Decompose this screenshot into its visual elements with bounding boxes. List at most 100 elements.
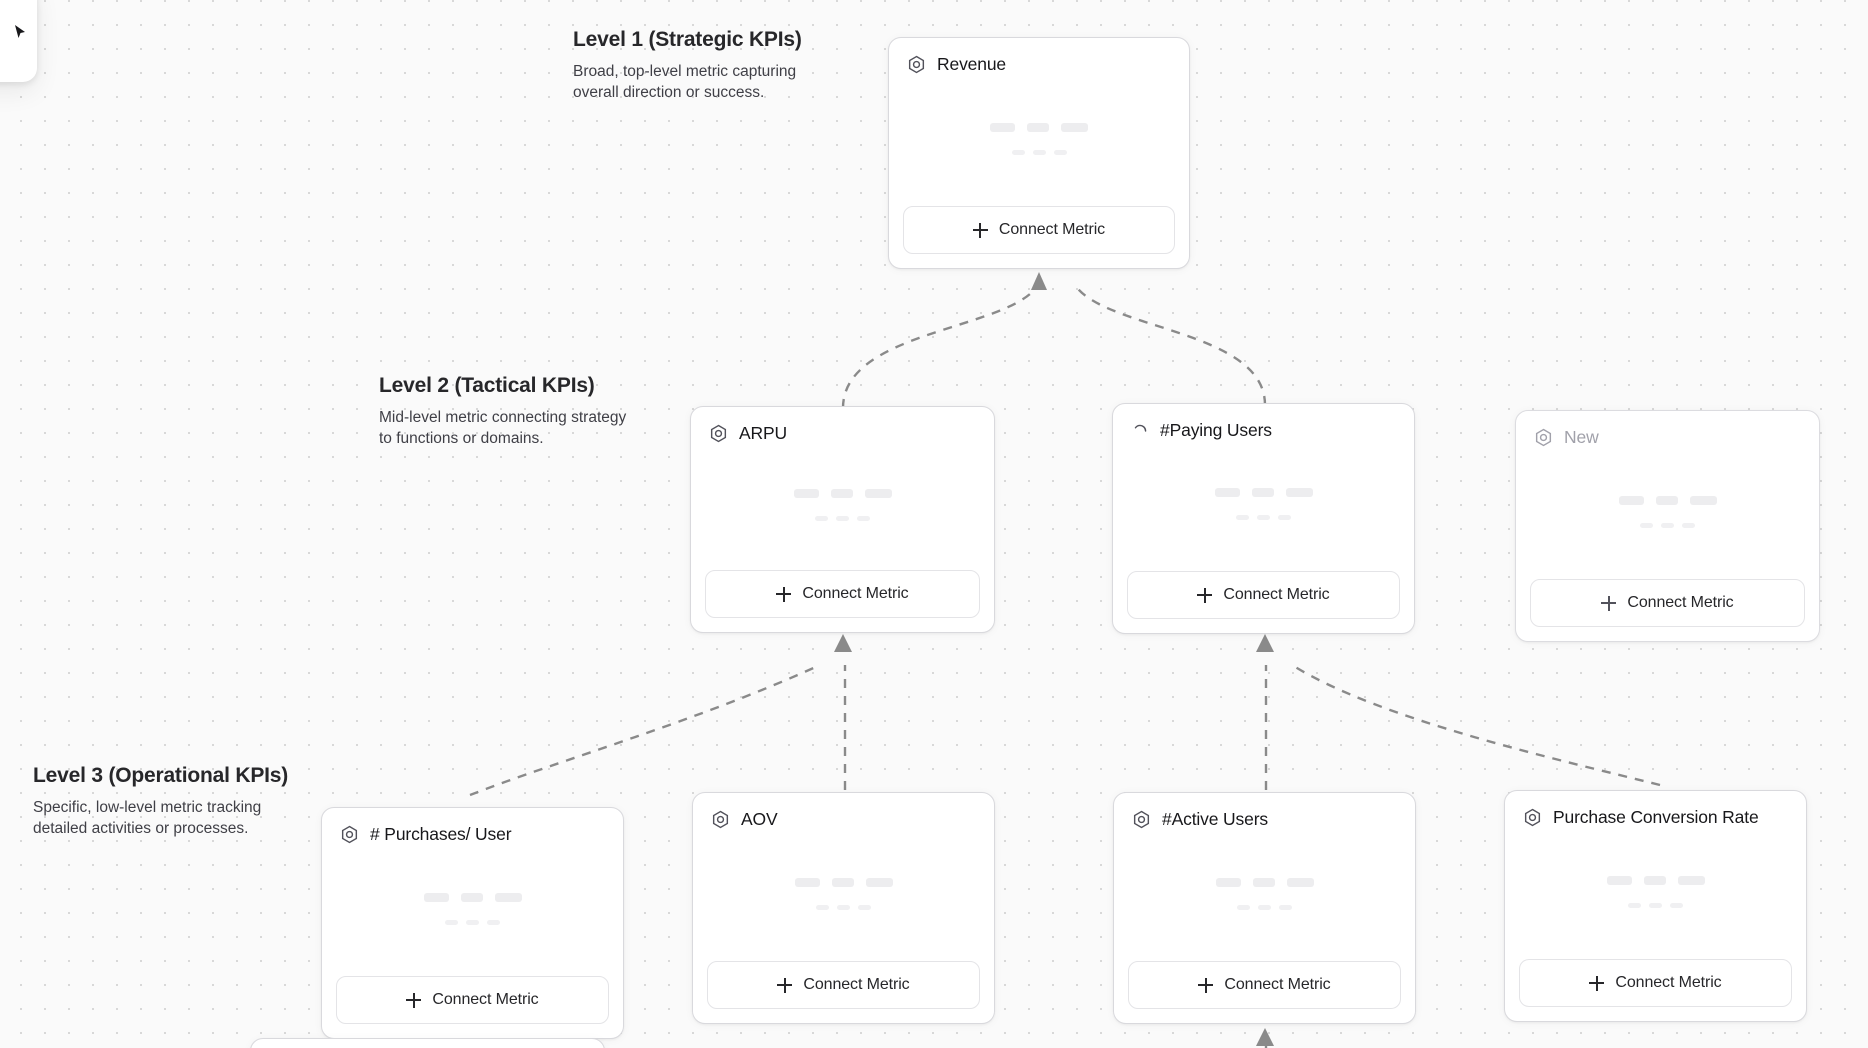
metric-card-offscreen-bottom[interactable] (250, 1038, 605, 1048)
connect-metric-label: Connect Metric (1224, 976, 1331, 993)
skeleton-row-primary (1214, 488, 1313, 497)
skeleton-bar (990, 122, 1015, 132)
skeleton-bar (1251, 488, 1274, 497)
skeleton-tick (1628, 902, 1641, 908)
card-header: Revenue (889, 38, 1189, 75)
skeleton-row-primary (794, 877, 893, 887)
loading-spinner-icon (1131, 422, 1149, 440)
card-header: #Paying Users (1113, 404, 1414, 441)
skeleton-tick (815, 516, 828, 521)
connect-metric-label: Connect Metric (802, 585, 909, 602)
skeleton-bar (1286, 877, 1314, 887)
plus-icon (1601, 595, 1617, 611)
card-title: Revenue (937, 54, 1007, 74)
skeleton-bar (865, 877, 893, 887)
card-skeleton-body (1114, 830, 1415, 961)
skeleton-bar (1027, 122, 1049, 132)
plus-icon (1589, 975, 1605, 991)
card-header: #Active Users (1114, 793, 1415, 830)
card-header: New (1516, 411, 1819, 448)
edge-conversion-to-paying-users (1291, 663, 1661, 787)
skeleton-row-secondary (1011, 149, 1067, 155)
card-title: Purchase Conversion Rate (1553, 807, 1759, 827)
skeleton-row-primary (793, 489, 892, 498)
metric-card-revenue[interactable]: Revenue Connect Metric (888, 37, 1190, 269)
skeleton-tick (858, 904, 871, 910)
skeleton-bar (830, 489, 853, 498)
skeleton-bar (1618, 495, 1644, 505)
plus-icon (1197, 587, 1213, 603)
skeleton-row-secondary (1640, 522, 1695, 528)
skeleton-tick (1053, 149, 1067, 155)
skeleton-bar (1689, 495, 1717, 505)
connect-metric-button[interactable]: Connect Metric (1128, 961, 1401, 1009)
skeleton-tick (1682, 522, 1695, 528)
metric-card-paying-users[interactable]: #Paying Users Connect Metric (1112, 403, 1415, 634)
plus-icon (972, 222, 988, 238)
skeleton-bar (793, 489, 819, 498)
card-title: ARPU (739, 423, 788, 443)
connect-metric-label: Connect Metric (803, 976, 910, 993)
skeleton-row-primary (1618, 495, 1717, 505)
level-2-description: Mid-level metric connecting strategy to … (379, 409, 627, 448)
level-1-description: Broad, top-level metric capturing overal… (573, 63, 797, 102)
cursor-icon[interactable] (12, 24, 28, 40)
plus-icon (406, 992, 422, 1008)
metric-card-aov[interactable]: AOV Connect Metric (692, 792, 995, 1024)
skeleton-tick (1649, 902, 1662, 908)
card-header: # Purchases/ User (322, 808, 623, 845)
card-skeleton-body (691, 444, 994, 570)
floating-toolbar-panel[interactable] (0, 0, 37, 82)
arrowhead-revenue (1031, 272, 1047, 290)
skeleton-tick (466, 919, 479, 925)
hexagon-metric-icon (907, 55, 926, 74)
skeleton-bar (1252, 877, 1275, 887)
skeleton-tick (1032, 149, 1046, 155)
connect-metric-button[interactable]: Connect Metric (705, 570, 980, 618)
hexagon-metric-icon (711, 810, 730, 829)
connect-metric-label: Connect Metric (1627, 594, 1734, 611)
skeleton-tick (837, 904, 850, 910)
plus-icon (777, 977, 793, 993)
skeleton-bar (794, 877, 820, 887)
connect-metric-button[interactable]: Connect Metric (707, 961, 980, 1009)
hexagon-metric-icon (1534, 428, 1553, 447)
arrowhead-arpu (834, 634, 852, 652)
connect-metric-button[interactable]: Connect Metric (1127, 571, 1400, 619)
connect-metric-button[interactable]: Connect Metric (1530, 579, 1805, 627)
edge-paying-users-to-revenue (1074, 284, 1267, 406)
metric-card-active-users[interactable]: #Active Users Connect Metric (1113, 792, 1416, 1024)
metric-card-new[interactable]: New Connect Metric (1515, 410, 1820, 642)
plus-icon (1198, 977, 1214, 993)
skeleton-bar (423, 892, 449, 902)
skeleton-tick (1640, 522, 1653, 528)
card-skeleton-body (322, 845, 623, 976)
level-1-title: Level 1 (Strategic KPIs) (573, 28, 802, 51)
skeleton-tick (445, 919, 458, 925)
connect-metric-label: Connect Metric (1223, 586, 1330, 603)
level-2-title: Level 2 (Tactical KPIs) (379, 374, 595, 397)
arrowhead-paying-users (1256, 634, 1274, 652)
skeleton-bar (1655, 495, 1678, 505)
metric-card-arpu[interactable]: ARPU Connect Metric (690, 406, 995, 633)
level-3-description: Specific, low-level metric tracking deta… (33, 799, 262, 838)
skeleton-bar (1061, 122, 1088, 132)
connect-metric-button[interactable]: Connect Metric (1519, 959, 1792, 1007)
skeleton-tick (1278, 515, 1291, 520)
skeleton-bar (1677, 875, 1705, 885)
connect-metric-label: Connect Metric (998, 221, 1106, 238)
skeleton-tick (1670, 902, 1683, 908)
metric-card-purchase-conversion-rate[interactable]: Purchase Conversion Rate Connect Metric (1504, 790, 1807, 1022)
card-header: Purchase Conversion Rate (1505, 791, 1806, 828)
metric-card-purchases-per-user[interactable]: # Purchases/ User Connect Metric (321, 807, 624, 1039)
skeleton-row-secondary (445, 919, 500, 925)
hexagon-metric-icon (709, 424, 728, 443)
hexagon-metric-icon (340, 825, 359, 844)
card-skeleton-body (1505, 828, 1806, 959)
connect-metric-button[interactable]: Connect Metric (903, 206, 1175, 254)
level-3-label: Level 3 (Operational KPIs) Specific, low… (33, 764, 288, 839)
edge-arpu-to-revenue (841, 284, 1040, 409)
skeleton-bar (864, 489, 892, 498)
connect-metric-button[interactable]: Connect Metric (336, 976, 609, 1024)
